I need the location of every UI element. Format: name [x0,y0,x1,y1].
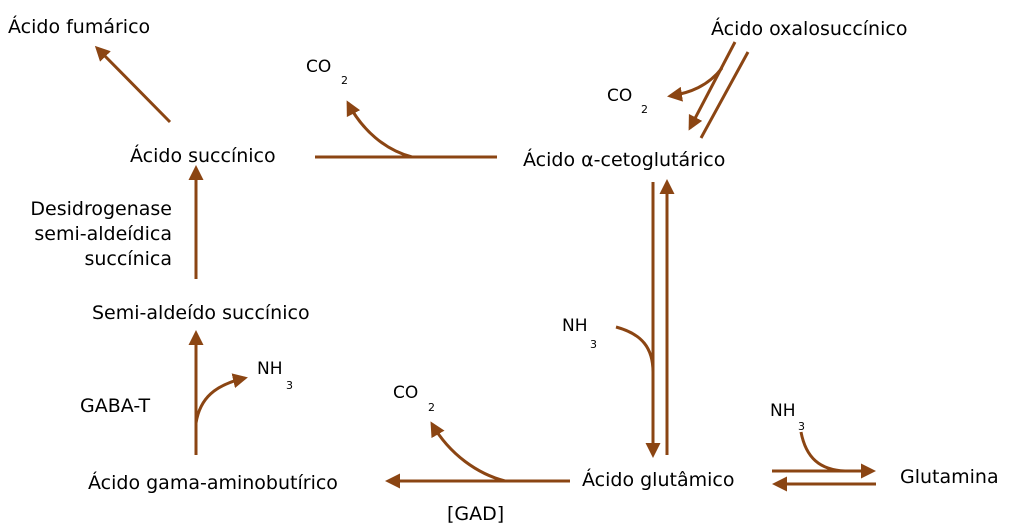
label-acido-glutamico: Ácido glutâmico [582,468,734,491]
nh3-glutamico-sub: 3 [590,338,597,351]
label-acido-gaba: Ácido gama-aminobutírico [88,471,338,494]
arrows [94,41,876,492]
arrow-succinico-to-fumarico [94,45,172,124]
co2-succinico-main: CO [306,57,331,77]
label-desidrogenase-line1: Desidrogenase [30,198,172,220]
co2-gad-sub: 2 [428,401,435,414]
arrow-co2-release-oxalo [667,67,724,102]
arrow-oxalo-to-cetoglutarico [688,41,737,131]
label-gaba-t: GABA-T [80,395,150,417]
co2-oxalo-sub: 2 [641,103,648,116]
nh3-input-curve [615,325,655,373]
co2-succinico-sub: 2 [341,74,348,87]
label-acido-cetoglutarico: Ácido α-cetoglutárico [523,148,725,171]
nh3-glutamina-sub: 3 [798,420,805,433]
label-acido-succinico: Ácido succínico [130,144,276,167]
nh3-gaba-t: NH 3 [257,359,293,392]
arrow-nh3-release-gaba-t [194,373,248,424]
arrow-co2-release-gad [430,421,506,483]
co2-succinico: CO 2 [306,57,348,87]
co2-oxalo-main: CO [607,86,632,106]
label-semialdeido-succinico: Semi-aldeído succínico [92,302,310,324]
label-desidrogenase-line2: semi-aldeídica [34,223,172,245]
nh3-input-glutamina [799,431,846,473]
compounds: Ácido fumárico Ácido succínico Ácido oxa… [8,15,999,494]
nh3-gaba-t-main: NH [257,359,283,379]
label-glutamina: Glutamina [900,466,999,488]
label-desidrogenase-line3: succínica [84,248,172,270]
arrow-co2-release-succinico [346,100,413,159]
co2-gad-main: CO [393,383,418,403]
co2-oxalo: CO 2 [607,86,648,116]
nh3-glutamina: NH 3 [770,401,805,433]
label-gad: [GAD] [447,503,504,524]
label-acido-fumarico: Ácido fumárico [8,15,150,38]
molecules: CO 2 CO 2 CO 2 NH 3 NH 3 NH 3 [257,57,805,433]
label-acido-oxalosuccinico: Ácido oxalosuccínico [711,17,907,40]
enzymes: Desidrogenase semi-aldeídica succínica G… [30,198,504,524]
nh3-glutamico: NH 3 [562,316,597,351]
nh3-glutamico-main: NH [562,316,588,336]
co2-gad: CO 2 [393,383,435,414]
nh3-glutamina-main: NH [770,401,796,421]
nh3-gaba-t-sub: 3 [286,379,293,392]
line-cetoglutarico-to-oxalo [699,51,750,139]
